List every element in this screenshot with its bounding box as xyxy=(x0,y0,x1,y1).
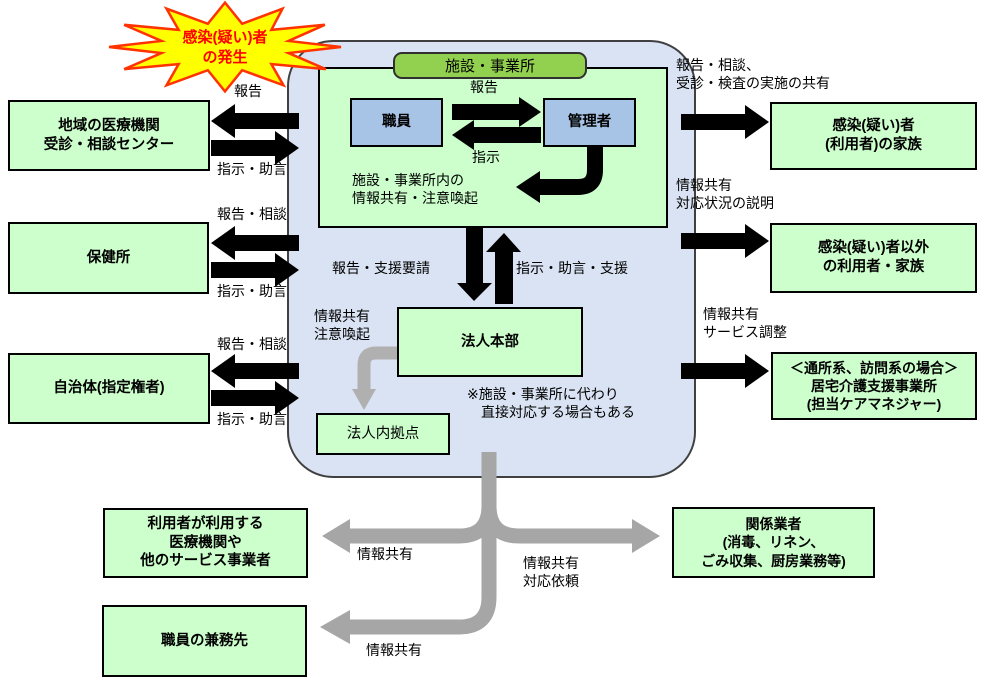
node-user-medical-services: 利用者が利用する 医療機関や 他のサービス事業者 xyxy=(103,508,308,578)
arrowhead-user-services xyxy=(322,519,350,553)
arrow-advice-from-medical xyxy=(211,131,299,165)
label-municipality-advice: 指示・助言 xyxy=(217,411,287,427)
node-infected-family: 感染(疑い)者 (利用者)の家族 xyxy=(770,102,977,170)
node-care-support-office: ＜通所系、訪問系の場合＞ 居宅介護支援事業所 (担当ケアマネジャー) xyxy=(771,352,977,420)
label-municipality-report: 報告・相談 xyxy=(217,336,287,352)
node-staff-side-jobs: 職員の兼務先 xyxy=(102,605,307,677)
arrow-advice-from-municipality xyxy=(211,381,299,415)
arrow-report-to-health-center xyxy=(211,226,299,260)
label-hq-report-request: 報告・支援要請 xyxy=(332,260,430,276)
label-medical-report: 報告 xyxy=(234,83,262,99)
node-other-users-family: 感染(疑い)者以外 の利用者・家族 xyxy=(770,223,977,293)
node-related-vendors: 関係業者 (消毒、リネン、 ごみ収集、厨房業務等) xyxy=(672,507,875,578)
node-health-center: 保健所 xyxy=(8,222,209,294)
node-regional-medical: 地域の医療機関 受診・相談センター xyxy=(8,100,210,171)
label-other-family-arrow: 情報共有 対応状況の説明 xyxy=(676,177,774,211)
node-corporate-branch: 法人内拠点 xyxy=(316,413,450,455)
label-hq-note: ※施設・事業所に代わり 直接対応する場合もある xyxy=(467,386,635,420)
label-hq-instruct-support: 指示・助言・支援 xyxy=(516,260,628,276)
label-info-vendors: 情報共有 対応依頼 xyxy=(523,555,579,589)
arrow-advice-from-health-center xyxy=(211,253,299,287)
starburst-shape xyxy=(108,0,342,94)
arrow-info-to-side-jobs xyxy=(350,452,497,635)
label-staff-report: 報告 xyxy=(470,79,498,95)
label-medical-advice: 指示・助言 xyxy=(217,161,287,177)
label-health-report: 報告・相談 xyxy=(217,206,287,222)
node-municipality: 自治体(指定権者) xyxy=(8,353,210,424)
label-internal-note: 施設・事業所内の 情報共有・注意喚起 xyxy=(352,172,478,206)
label-hq-info-share: 情報共有 注意喚起 xyxy=(314,308,370,342)
label-info-user-services: 情報共有 xyxy=(357,546,413,562)
starburst-polygon xyxy=(108,0,342,94)
node-staff: 職員 xyxy=(350,98,443,147)
arrow-report-to-municipality xyxy=(211,354,299,388)
label-info-side-jobs: 情報共有 xyxy=(366,642,422,658)
arrow-report-to-medical xyxy=(211,104,299,138)
facility-header: 施設・事業所 xyxy=(393,52,587,79)
label-health-advice: 指示・助言 xyxy=(217,283,287,299)
node-manager: 管理者 xyxy=(543,98,636,147)
label-infected-family-arrow: 報告・相談、 受診・検査の実施の共有 xyxy=(676,57,830,91)
arrowhead-side-jobs xyxy=(320,610,350,644)
node-corporate-hq: 法人本部 xyxy=(397,307,583,377)
label-care-office-arrow: 情報共有 サービス調整 xyxy=(703,306,787,340)
arrowhead-vendors xyxy=(632,519,660,553)
starburst-label: 感染(疑い)者 の発生 xyxy=(182,28,268,66)
infection-starburst: 感染(疑い)者 の発生 xyxy=(106,0,344,96)
label-manager-instruction: 指示 xyxy=(472,149,500,165)
